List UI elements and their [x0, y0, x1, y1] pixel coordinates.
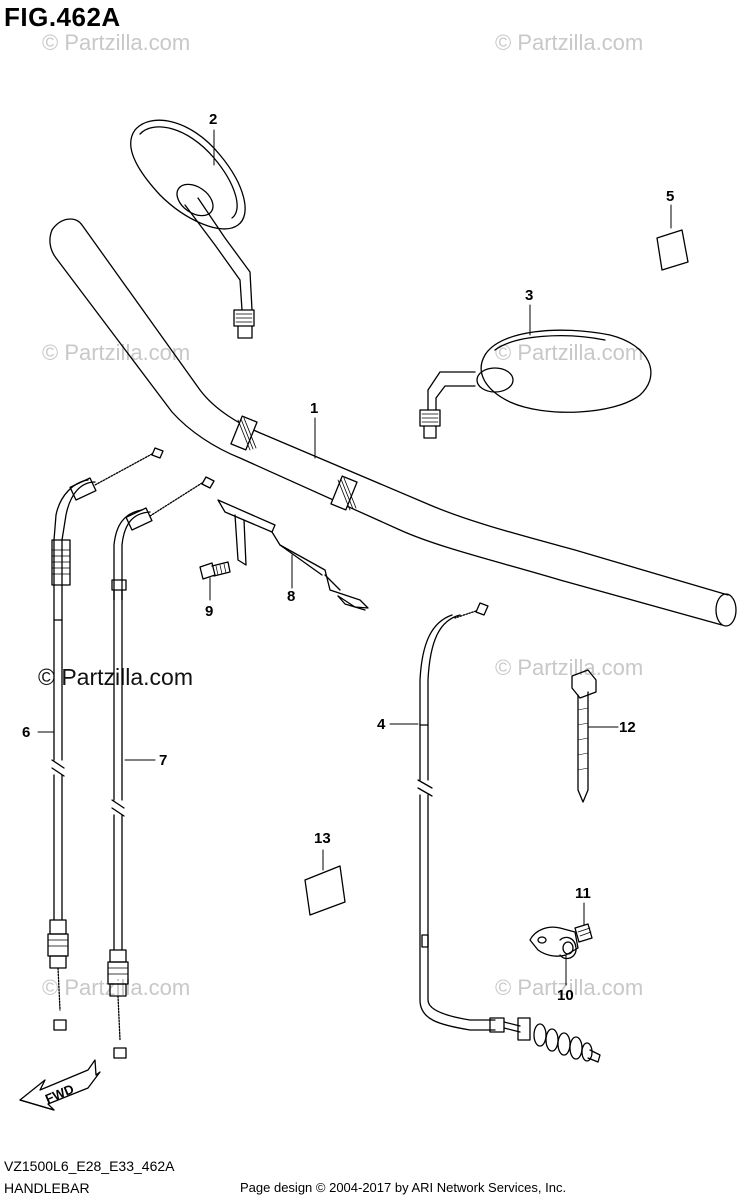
fwd-arrow: [19, 1059, 101, 1111]
watermark: © Partzilla.com: [495, 340, 644, 365]
label-part-5: [656, 229, 689, 271]
handlebar-part: [49, 218, 737, 627]
fwd-label: FWD: [43, 1081, 76, 1106]
clamp-part: [529, 926, 579, 960]
throttle-cable-return: [107, 476, 215, 1059]
bolt-part-9: [199, 561, 231, 580]
watermark: © Partzilla.com: [495, 655, 644, 680]
clutch-cable: [417, 602, 601, 1063]
callout-4: 4: [377, 716, 386, 733]
bolt-part-11: [574, 923, 593, 943]
label-part-13: [304, 865, 346, 916]
callout-12: 12: [619, 719, 636, 736]
watermark: © Partzilla.com: [495, 975, 644, 1000]
callout-10: 10: [557, 987, 574, 1004]
right-mirror-part: [419, 329, 652, 439]
callout-13: 13: [314, 830, 331, 847]
callout-1: 1: [310, 400, 319, 417]
callout-6: 6: [22, 724, 31, 741]
page-credit: Page design © 2004-2017 by ARI Network S…: [240, 1180, 567, 1195]
callout-11: 11: [575, 885, 591, 902]
bracket-part: [217, 499, 369, 611]
callout-5: 5: [666, 188, 675, 205]
section-name: HANDLEBAR: [4, 1180, 90, 1196]
watermark: © Partzilla.com: [42, 30, 191, 55]
callout-8: 8: [287, 588, 296, 605]
callout-3: 3: [525, 287, 534, 304]
cable-tie-part: [571, 669, 597, 803]
callout-9: 9: [205, 603, 214, 620]
left-mirror-part: [130, 119, 255, 339]
figure-title: FIG.462A: [4, 2, 121, 32]
callout-2: 2: [209, 111, 218, 128]
watermark: © Partzilla.com: [495, 30, 644, 55]
watermark-prominent: © Partzilla.com: [38, 664, 193, 690]
throttle-cable-pull: [47, 447, 164, 1031]
callout-7: 7: [159, 752, 168, 769]
watermark: © Partzilla.com: [42, 340, 191, 365]
model-code: VZ1500L6_E28_E33_462A: [4, 1158, 175, 1174]
